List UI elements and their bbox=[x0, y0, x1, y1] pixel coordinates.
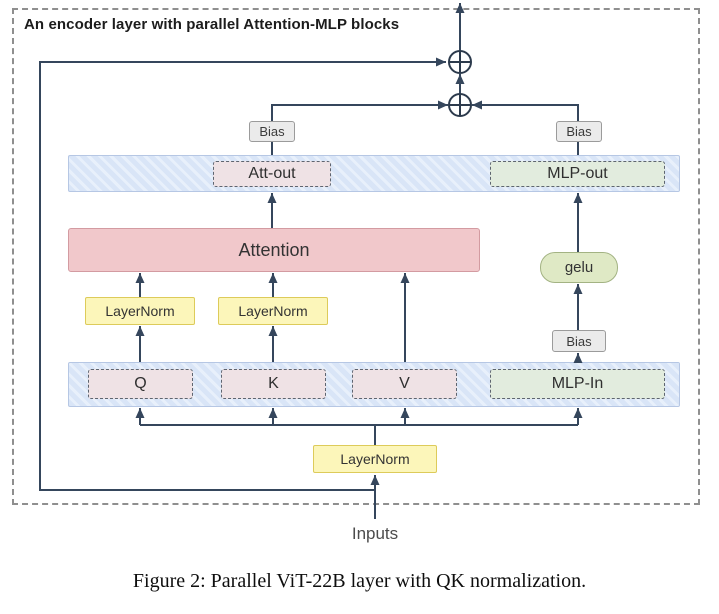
bias-mlp-out-label: Bias bbox=[566, 124, 592, 139]
k-label: K bbox=[268, 375, 279, 392]
bias-mlp-in-label: Bias bbox=[566, 333, 592, 349]
att-out-block: Att-out bbox=[213, 161, 331, 187]
encoder-layer-boundary bbox=[12, 8, 700, 505]
att-out-label: Att-out bbox=[248, 165, 296, 182]
layernorm-input-block: LayerNorm bbox=[313, 445, 437, 473]
bias-mlp-in-block: Bias bbox=[552, 330, 606, 352]
gelu-label: gelu bbox=[564, 259, 594, 276]
figure-caption: Figure 2: Parallel ViT-22B layer with QK… bbox=[132, 570, 587, 592]
layernorm-input-label: LayerNorm bbox=[340, 451, 410, 467]
mlp-in-label: MLP-In bbox=[551, 375, 604, 392]
layernorm-q-block: LayerNorm bbox=[85, 297, 195, 325]
gelu-block: gelu bbox=[540, 252, 618, 283]
layernorm-q-label: LayerNorm bbox=[105, 303, 175, 319]
bias-mlp-out-block: Bias bbox=[556, 121, 602, 142]
mlp-out-label: MLP-out bbox=[547, 165, 608, 182]
bias-att-out-block: Bias bbox=[249, 121, 295, 142]
mlp-out-block: MLP-out bbox=[490, 161, 665, 187]
v-label: V bbox=[399, 375, 410, 392]
layernorm-k-block: LayerNorm bbox=[218, 297, 328, 325]
q-projection-block: Q bbox=[88, 369, 193, 399]
mlp-in-block: MLP-In bbox=[490, 369, 665, 399]
attention-label: Attention bbox=[238, 239, 310, 260]
diagram-title: An encoder layer with parallel Attention… bbox=[24, 16, 400, 33]
v-projection-block: V bbox=[352, 369, 457, 399]
attention-block: Attention bbox=[68, 228, 480, 272]
inputs-label: Inputs bbox=[351, 524, 399, 543]
k-projection-block: K bbox=[221, 369, 326, 399]
q-label: Q bbox=[134, 375, 147, 392]
layernorm-k-label: LayerNorm bbox=[238, 303, 308, 319]
bias-att-out-label: Bias bbox=[259, 124, 285, 139]
